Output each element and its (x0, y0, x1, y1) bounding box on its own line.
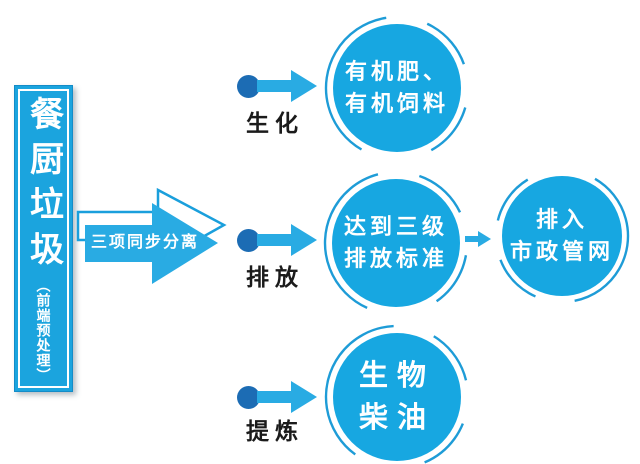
node-line: 有机肥、 (344, 59, 449, 85)
node-discharge-standard: 达到三级 排放标准 (316, 163, 476, 323)
node-arc-ring-icon (324, 15, 470, 161)
connector-arrow-icon (465, 231, 491, 247)
node-line: 柴油 (358, 402, 435, 434)
panel-title: 餐厨垃圾 (24, 96, 63, 276)
branch-label-discharge: 排放 (246, 264, 304, 290)
right-arrow-icon (257, 70, 317, 102)
node-line: 排入 (535, 207, 588, 233)
right-arrow-icon (257, 224, 317, 256)
sync-separation-arrow-icon (76, 187, 227, 284)
node-arc-ring-icon (323, 170, 469, 316)
node-line: 市政管网 (509, 239, 614, 264)
node-circle (333, 333, 461, 461)
node-arc-ring-icon (324, 324, 470, 464)
node-organic-fertilizer: 有机肥、 有机饲料 (317, 8, 477, 168)
node-arc-ring-icon (494, 168, 630, 304)
sync-separation-label: 三项同步分离 (90, 234, 199, 251)
node-biodiesel: 生物 柴油 (317, 317, 477, 464)
node-circle (333, 24, 461, 152)
panel-subtitle: （前端预处理） (35, 278, 52, 383)
branch-label-refining: 提炼 (246, 418, 304, 444)
node-line: 有机饲料 (344, 91, 449, 116)
node-circle (502, 176, 622, 296)
branch-label-biochemical: 生化 (246, 110, 304, 136)
node-circle (332, 179, 460, 307)
bullet-dot-icon (237, 75, 260, 98)
right-arrow-icon (257, 381, 317, 413)
node-line: 排放标准 (343, 246, 448, 271)
kitchen-waste-panel: 餐厨垃圾 （前端预处理） (14, 85, 73, 392)
node-municipal-network: 排入 市政管网 (492, 166, 632, 306)
node-line: 生物 (358, 359, 435, 392)
bullet-dot-icon (237, 386, 260, 409)
node-line: 达到三级 (343, 214, 448, 240)
bullet-dot-icon (237, 229, 260, 252)
